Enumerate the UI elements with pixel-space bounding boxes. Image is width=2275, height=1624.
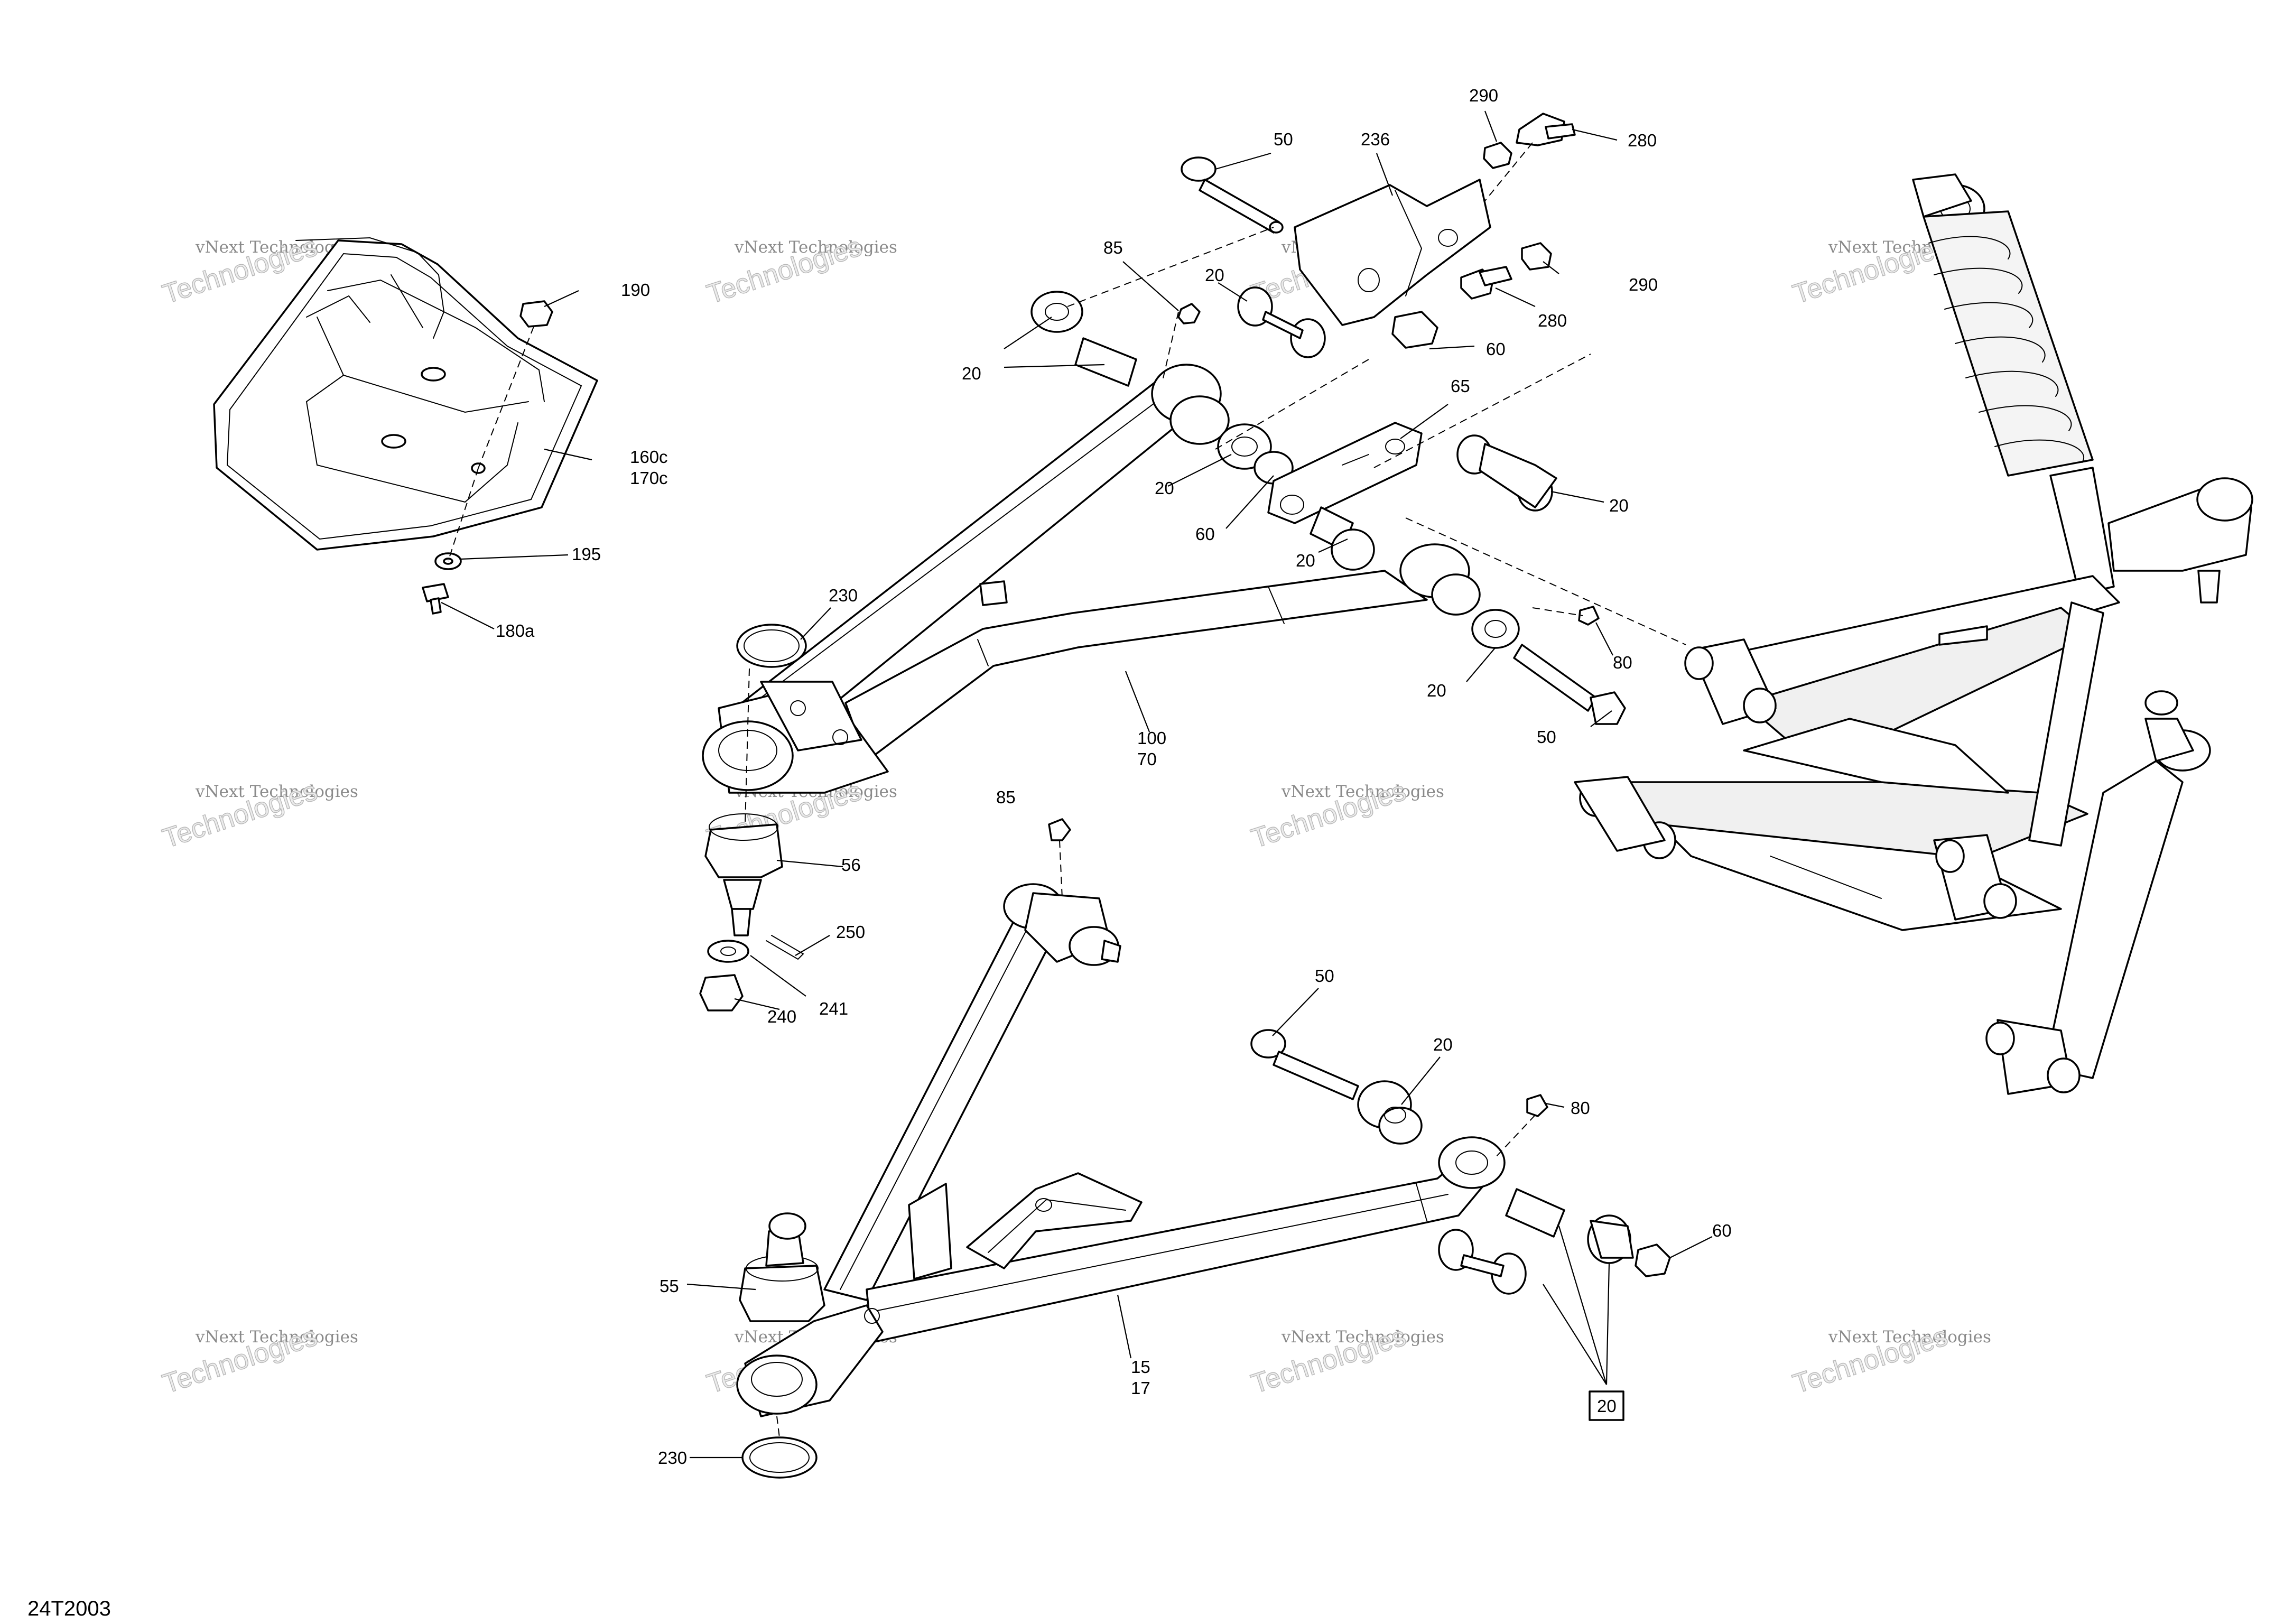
callout-label: 20 xyxy=(1205,265,1224,285)
callout-label: 50 xyxy=(1537,727,1556,747)
callout-label: 80 xyxy=(1571,1098,1590,1118)
callout-label: 15 xyxy=(1131,1357,1150,1377)
callout-label: 20 xyxy=(1609,496,1629,515)
callout-label: 65 xyxy=(1451,376,1470,396)
watermark: vNext Technologies Technologies xyxy=(1789,1321,1991,1400)
callout-label: 60 xyxy=(1486,339,1506,359)
svg-text:vNext Technologies: vNext Technologies xyxy=(734,238,897,257)
callout-label: 290 xyxy=(1469,86,1498,105)
callout-label: 240 xyxy=(767,1007,796,1026)
svg-text:vNext Technologies: vNext Technologies xyxy=(195,782,358,801)
callout-label: 195 xyxy=(572,544,601,564)
callout-label: 190 xyxy=(621,280,650,300)
callout-label: 70 xyxy=(1137,749,1157,769)
callout-label: 20 xyxy=(1155,478,1174,498)
callout-label: 60 xyxy=(1195,524,1215,544)
callout-label: 230 xyxy=(658,1448,687,1468)
callout-labels: 290 280 50 236 85 20 290 280 20 60 190 1… xyxy=(496,86,1732,1468)
svg-text:vNext Technologies: vNext Technologies xyxy=(1281,782,1444,801)
skid-plate-drawing xyxy=(213,237,598,615)
diagram-id: 24T2003 xyxy=(27,1597,111,1620)
callout-label: 60 xyxy=(1712,1221,1732,1240)
svg-text:vNext Technologies: vNext Technologies xyxy=(195,1328,358,1347)
callout-label: 80 xyxy=(1613,653,1632,672)
callout-label: 100 xyxy=(1137,728,1166,748)
callout-label: 241 xyxy=(819,999,848,1018)
callout-label: 280 xyxy=(1628,131,1657,150)
upper-hardware-drawing xyxy=(1030,113,1686,725)
watermark: vNext Technologies Technologies xyxy=(1247,775,1444,855)
callout-label: 20 xyxy=(1597,1396,1617,1416)
callout-label: 17 xyxy=(1131,1378,1150,1398)
watermark: vNext Technologies Technologies xyxy=(1247,1321,1444,1400)
callout-label: 56 xyxy=(841,855,861,875)
leader-lines xyxy=(441,110,1713,1459)
callout-label: 20 xyxy=(1427,681,1446,700)
callout-label: 280 xyxy=(1538,311,1567,330)
callout-label: 230 xyxy=(829,586,858,605)
callout-label: 85 xyxy=(996,787,1016,807)
watermark: vNext Technologies Technologies xyxy=(159,1321,358,1400)
upper-a-arm-drawing xyxy=(699,364,1481,1011)
svg-text:vNext Technologies: vNext Technologies xyxy=(1281,1328,1444,1347)
svg-text:vNext Technologies: vNext Technologies xyxy=(1828,1328,1991,1347)
callout-label: 20 xyxy=(1296,551,1315,570)
callout-label: 250 xyxy=(836,922,865,942)
callout-label: 50 xyxy=(1315,966,1334,986)
callout-label: 85 xyxy=(1103,238,1123,257)
callout-label: 20 xyxy=(1433,1035,1453,1054)
callout-label: 160c xyxy=(630,447,668,467)
callout-label: 180a xyxy=(496,621,535,641)
callout-label: 55 xyxy=(660,1276,679,1296)
lower-a-arm-drawing xyxy=(736,818,1506,1479)
callout-label: 290 xyxy=(1629,275,1658,294)
lower-hardware-drawing xyxy=(1250,1029,1671,1421)
callout-label: 50 xyxy=(1274,129,1293,149)
callout-label: 20 xyxy=(962,364,981,383)
callout-label: 236 xyxy=(1361,129,1390,149)
callout-label: 170c xyxy=(630,468,668,488)
watermark: vNext Technologies Technologies xyxy=(703,231,897,310)
watermark: vNext Technologies Technologies xyxy=(159,775,358,855)
assembled-suspension-drawing xyxy=(1574,173,2253,1095)
